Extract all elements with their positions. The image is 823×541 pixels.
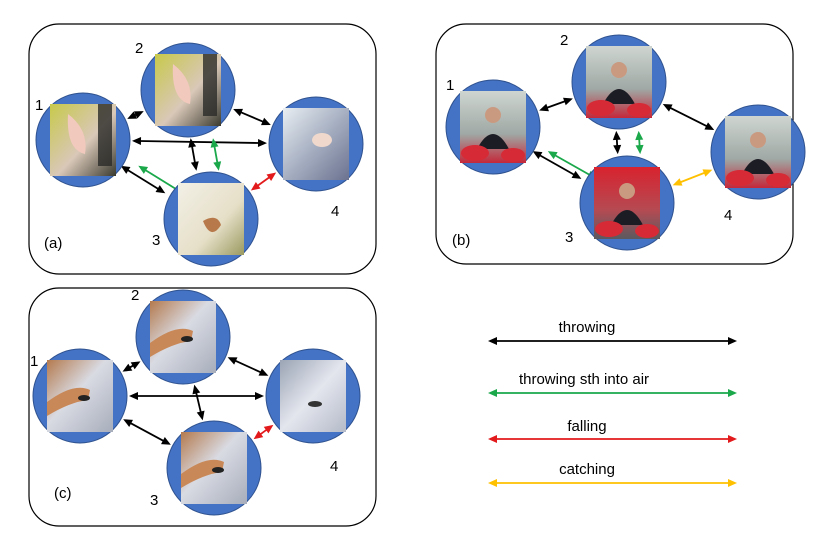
panel-a-label: (a) (44, 235, 62, 252)
panel-1-node-2-thumbnail (586, 46, 652, 118)
panel-2-edge-2-4-throwing (227, 357, 269, 376)
panel-1-edge-2-3-throwing_into_air (635, 130, 644, 155)
legend: throwing throwing sth into air falling c… (488, 319, 737, 487)
panel-c-frame (28, 287, 377, 527)
panel-0-node-1 (35, 92, 131, 188)
panel-2-node-3-thumbnail (181, 432, 247, 504)
legend-arrow-0 (488, 337, 737, 345)
panel-2-edge-1-2-throwing (122, 361, 141, 372)
panel-2-edge-2-3-throwing (192, 384, 205, 421)
panel-0-node-3 (163, 171, 259, 267)
panel-1-node-3-number: 3 (565, 229, 573, 246)
panel-2-edge-3-4-falling (253, 424, 274, 440)
panel-0-node-4 (268, 96, 364, 192)
panel-1-edge-2-4-throwing (662, 104, 715, 130)
panel-1-node-3 (579, 155, 675, 251)
panel-1-node-2-number: 2 (560, 32, 568, 49)
panel-0-edge-1-3-throwing (120, 165, 166, 194)
panel-2-node-3 (166, 420, 262, 516)
panel-2-node-1 (32, 348, 128, 444)
panel-c-label: (c) (54, 485, 72, 502)
panel-0-edge-1-4-throwing (131, 136, 268, 148)
panel-1-edge-3-4-catching (672, 169, 713, 186)
panel-0-edge-2-3-throwing_into_air (210, 138, 222, 171)
panel-1-edge-1-2-throwing (539, 97, 573, 112)
panel-0-node-3-number: 3 (152, 232, 160, 249)
nodes-layer: 1 2 3 4 1 2 3 4 1 2 3 4 (30, 32, 806, 516)
legend-label-throwing-into-air: throwing sth into air (519, 371, 649, 388)
panel-2-node-1-number: 1 (30, 353, 38, 370)
panel-2-node-1-thumbnail (47, 360, 113, 432)
panel-0-node-2 (140, 42, 236, 138)
panel-b-label: (b) (452, 232, 470, 249)
panel-0-node-1-thumbnail (50, 104, 116, 176)
panel-1-node-1 (445, 79, 541, 175)
panel-0-node-1-number: 1 (35, 97, 43, 114)
legend-arrow-3 (488, 479, 737, 487)
panel-2-node-4-number: 4 (330, 458, 338, 475)
edges-layer (120, 97, 715, 445)
panel-0-edge-1-2-throwing (127, 111, 144, 119)
panel-2-node-4 (265, 348, 361, 444)
panel-1-node-4 (710, 104, 806, 200)
panel-2-node-2-number: 2 (131, 287, 139, 304)
panel-0-node-3-thumbnail (178, 183, 244, 255)
panel-0-edge-3-4-falling (250, 172, 277, 191)
panel-1-edge-2-3-throwing (612, 130, 622, 155)
panel-0-node-2-number: 2 (135, 40, 143, 57)
legend-label-falling: falling (567, 418, 606, 435)
panel-0-edge-2-4-throwing (233, 108, 271, 126)
legend-label-throwing: throwing (559, 319, 616, 336)
panel-0-edge-2-3-throwing (188, 138, 199, 171)
panel-0-node-2-thumbnail (155, 54, 221, 126)
legend-label-catching: catching (559, 461, 615, 478)
panel-1-node-4-thumbnail (725, 116, 791, 188)
panel-2-node-2 (135, 289, 231, 385)
panel-2-node-3-number: 3 (150, 492, 158, 509)
panel-1-node-1-number: 1 (446, 77, 454, 94)
panel-a-frame (28, 23, 377, 275)
panel-2-node-2-thumbnail (150, 301, 216, 373)
panel-0-node-4-thumbnail (283, 108, 349, 180)
panel-2-node-4-thumbnail (280, 360, 346, 432)
panel-0-node-4-number: 4 (331, 203, 339, 220)
panel-1-node-2 (571, 34, 667, 130)
legend-arrow-2 (488, 435, 737, 443)
panel-2-edge-1-3-throwing (123, 419, 171, 445)
panel-1-edge-1-3-throwing (532, 151, 582, 179)
legend-arrow-1 (488, 389, 737, 397)
panel-1-node-4-number: 4 (724, 207, 732, 224)
panel-1-node-3-thumbnail (594, 167, 660, 239)
panel-1-node-1-thumbnail (460, 91, 526, 163)
